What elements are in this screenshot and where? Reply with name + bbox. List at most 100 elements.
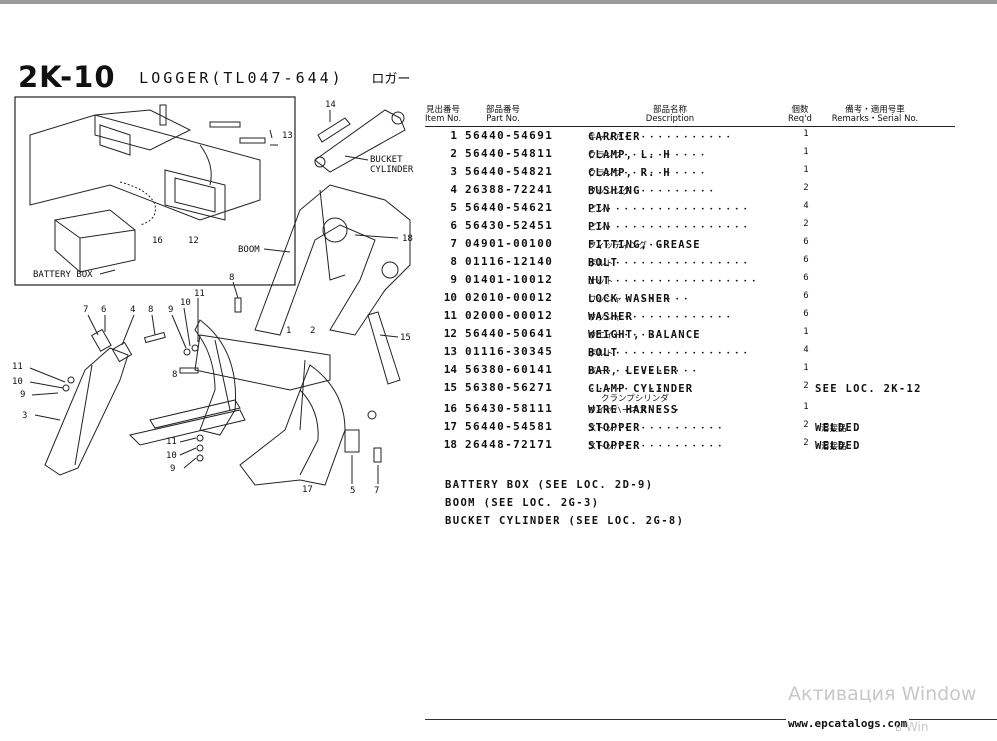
quantity: 1	[803, 363, 809, 373]
boom-label: BOOM	[238, 245, 260, 255]
quantity: 4	[803, 345, 809, 355]
callout-7: 7	[83, 305, 88, 315]
callout-16: 16	[152, 236, 163, 246]
callout-10a: 10	[180, 298, 191, 308]
description-en: CLAMP, R. H	[588, 167, 671, 179]
header-desc-jp: 部品名称	[652, 105, 687, 115]
part-number: 01116-30345	[465, 345, 554, 358]
description-jp: ピン・・・・・・・・・・・・・・・・・	[588, 223, 750, 233]
header-item-en: Item No.	[425, 114, 462, 124]
part-number: 56380-56271	[465, 381, 554, 394]
item-number: 17	[443, 420, 457, 433]
description-jp: クランプ・・・・・・・・・・	[588, 169, 707, 179]
description-jp: ナット・・・・・・・・・・・・・・・・・	[588, 277, 759, 287]
description-en: BUSHING	[588, 185, 641, 197]
callout-2: 2	[310, 326, 315, 336]
note-boom: BOOM (SEE LOC. 2G-3)	[445, 497, 600, 509]
footer-rule	[425, 719, 997, 720]
inset-weight-block	[164, 169, 226, 221]
description-jp: フィッティング・・	[588, 241, 664, 251]
part-number: 56440-54581	[465, 420, 554, 433]
description-jp: ワイヤハーネス・・・・	[588, 406, 682, 416]
part-number: 56430-58111	[465, 402, 554, 415]
section-name: LOGGER(TL047-644)	[139, 69, 344, 87]
description-en: LOCK WASHER	[588, 293, 671, 305]
parts-table: 見出番号 Item No. 部品番号 Part No. 部品名称 Descrip…	[425, 104, 955, 454]
part-number: 56440-50641	[465, 327, 554, 340]
quantity: 4	[803, 201, 809, 211]
carrier	[194, 334, 331, 391]
item-number: 10	[443, 291, 457, 304]
description-jp: バー・・・・・・・・・・・	[588, 367, 699, 377]
quantity: 6	[803, 237, 809, 247]
description-jp: クランプ・・・・・・・・・・	[588, 151, 707, 161]
part-number: 26448-72171	[465, 438, 554, 451]
part-number: 02010-00012	[465, 291, 554, 304]
quantity: 6	[803, 309, 809, 319]
item-number: 11	[443, 309, 457, 322]
reference-notes: BATTERY BOX (SEE LOC. 2D-9) BOOM (SEE LO…	[445, 476, 684, 530]
item-number: 1	[450, 129, 457, 142]
callout-4: 4	[130, 305, 135, 315]
description-en: CARRIER	[588, 131, 641, 143]
remarks-en: SEE LOC. 2K-12	[815, 383, 922, 395]
description-en: STOPPER	[588, 440, 641, 452]
description-en: PIN	[588, 221, 611, 233]
fork-tines	[129, 399, 246, 446]
description-en: NUT	[588, 275, 611, 287]
description-jp: キャリア・・・・・・・・・・・・・	[588, 133, 733, 143]
part-number: 26388-72241	[465, 183, 554, 196]
footer-site-link[interactable]: www.epcatalogs.com	[786, 717, 910, 730]
quantity: 6	[803, 291, 809, 301]
callout-8a: 8	[229, 273, 234, 283]
remarks-en: WELDED	[815, 440, 861, 452]
callout-9c: 9	[170, 464, 175, 474]
header-item-jp: 見出番号	[425, 105, 460, 115]
remarks-en: WELDED	[815, 422, 861, 434]
description-en: BOLT	[588, 347, 619, 359]
callout-11a: 11	[194, 289, 205, 299]
callout-11b: 11	[12, 362, 23, 372]
item-number: 14	[443, 363, 457, 376]
table-row: 7 04901-00100 FITTING, GREASE フィッティング・・ 6	[425, 235, 955, 253]
item-number: 7	[450, 237, 457, 250]
callout-9b: 9	[20, 390, 25, 400]
header-remarks-en: Remarks・Serial No.	[831, 114, 919, 124]
battery-box-label: BATTERY BOX	[33, 270, 93, 280]
inset-battery-box	[54, 209, 136, 273]
quantity: 2	[803, 219, 809, 229]
quantity: 2	[803, 438, 809, 448]
description-en: CLAMP, L. H	[588, 149, 671, 161]
quantity: 2	[803, 420, 809, 430]
description-en: FITTING, GREASE	[588, 239, 701, 251]
callout-1: 1	[286, 326, 291, 336]
description-jp: ボルト・・・・・・・・・・・・・・・・	[588, 349, 750, 359]
activation-watermark-2: ь Win	[895, 720, 929, 734]
quantity: 2	[803, 381, 809, 391]
cylinder-label: CYLINDER	[370, 165, 414, 175]
description-en: BOLT	[588, 257, 619, 269]
callout-12: 12	[188, 236, 199, 246]
callout-13: 13	[282, 131, 293, 141]
description-jp: ブッシング・・・・・・・・・・	[588, 187, 716, 197]
description-en: WIRE HARNESS	[588, 404, 679, 416]
part-number: 56440-54821	[465, 165, 554, 178]
quantity: 1	[803, 327, 809, 337]
note-bucket-cylinder: BUCKET CYLINDER (SEE LOC. 2G-8)	[445, 515, 685, 527]
clamp-rh	[194, 319, 237, 436]
description-jp: ボルト・・・・・・・・・・・・・・・・	[588, 259, 750, 269]
part-number: 01401-10012	[465, 273, 554, 286]
description-jp: ワッシャ・・・・・・・・	[588, 295, 691, 305]
description-en: BAR, LEVELER	[588, 365, 679, 377]
quantity: 1	[803, 165, 809, 175]
description-en: CLAMP CYLINDER	[588, 383, 694, 395]
callout-10b: 10	[12, 377, 23, 387]
description-en: WASHER	[588, 311, 634, 323]
clamp-lh	[239, 364, 346, 486]
part-number: 04901-00100	[465, 237, 554, 250]
